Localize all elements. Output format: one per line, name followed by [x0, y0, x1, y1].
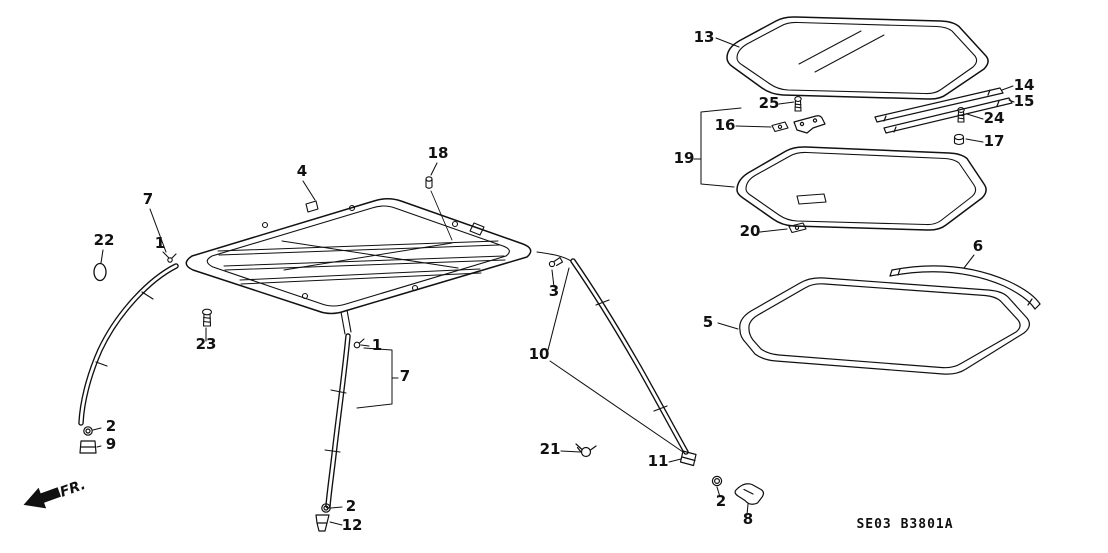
fr-label: FR.: [58, 477, 88, 501]
tube-ring-2-right: [712, 476, 721, 485]
clip-1-left: [168, 254, 176, 262]
callout-15: 15: [1014, 92, 1035, 110]
drain-plug-23: [203, 309, 212, 326]
bracket-7-center: [357, 348, 392, 408]
sunshade-panel: [737, 147, 986, 230]
clip-1-center: [354, 339, 364, 348]
fr-direction-arrow: FR.: [23, 477, 88, 509]
o-ring-22: [94, 264, 106, 281]
callout-3: 3: [549, 282, 559, 300]
callout-2-left: 2: [106, 417, 116, 435]
callout-14: 14: [1014, 76, 1035, 94]
callout-13: 13: [694, 28, 715, 46]
tube-fitting-12: [316, 515, 329, 531]
callout-1-center: 1: [372, 336, 382, 354]
callout-19: 19: [674, 149, 695, 167]
screw-25: [795, 97, 801, 111]
callout-24: 24: [984, 109, 1005, 127]
tube-ring-2-left: [84, 427, 92, 435]
screw-24: [958, 108, 964, 122]
callout-22: 22: [94, 231, 115, 249]
callout-11: 11: [648, 452, 669, 470]
callout-9: 9: [106, 435, 116, 453]
callout-5: 5: [703, 313, 713, 331]
callout-18: 18: [428, 144, 449, 162]
callout-7-left: 7: [143, 190, 153, 208]
callout-labels: 13 14 15 25 16 24 17 19 20 6 5 4 18 7 22…: [94, 28, 1035, 534]
clip-3: [549, 258, 562, 267]
callout-10: 10: [529, 345, 550, 363]
stud-18: [426, 177, 452, 240]
callout-16: 16: [715, 116, 736, 134]
side-seal-strip: [890, 266, 1040, 309]
sunroof-frame-assembly: [186, 199, 571, 334]
callout-12: 12: [342, 516, 363, 534]
callout-2-center: 2: [346, 497, 356, 515]
elbow-joint-8: [735, 484, 763, 505]
clip-20: [789, 223, 806, 233]
callout-25: 25: [759, 94, 780, 112]
glass-panel: [727, 17, 988, 99]
roof-seal: [740, 278, 1030, 374]
callout-17: 17: [984, 132, 1005, 150]
center-drain-tube: [325, 336, 348, 506]
nut-17: [955, 134, 964, 144]
callout-7-center: 7: [400, 367, 410, 385]
leader-lines: [92, 37, 1015, 526]
callout-4: 4: [297, 162, 307, 180]
right-drain-tube: [573, 261, 686, 452]
callout-2-right: 2: [716, 492, 726, 510]
tube-clamp-21: [576, 444, 596, 457]
sunshade-bracket: [794, 116, 825, 133]
tube-fitting-11: [681, 451, 697, 466]
clip-16: [772, 122, 788, 132]
tube-ring-2-center: [322, 504, 330, 512]
molding-strips: [875, 88, 1012, 133]
callout-6: 6: [973, 237, 983, 255]
left-drain-tube: [81, 266, 176, 423]
callout-20: 20: [740, 222, 761, 240]
callout-21: 21: [540, 440, 561, 458]
diagram-code: SE03 B3801A: [856, 517, 953, 532]
callout-1-left: 1: [155, 234, 165, 252]
callout-8: 8: [743, 510, 753, 528]
callout-23: 23: [196, 335, 217, 353]
tube-fitting-9: [80, 441, 96, 453]
